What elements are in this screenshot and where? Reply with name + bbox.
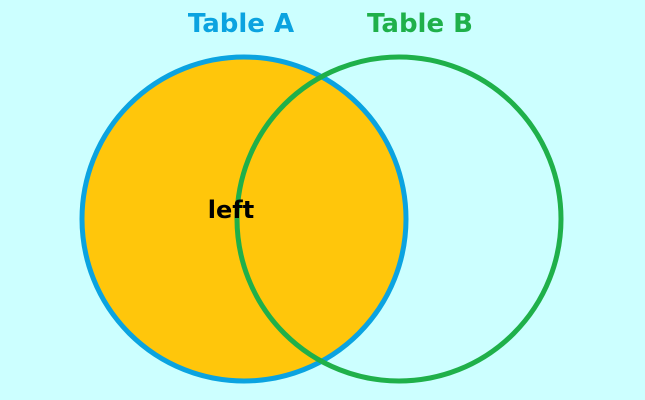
- table-a-circle: [79, 54, 409, 384]
- table-a-label: Table A: [188, 9, 294, 39]
- table-a-fill-region: [82, 57, 406, 381]
- table-b-label: Table B: [367, 9, 473, 39]
- left-join-region-label: left: [208, 196, 254, 224]
- table-b-circle: [234, 54, 564, 384]
